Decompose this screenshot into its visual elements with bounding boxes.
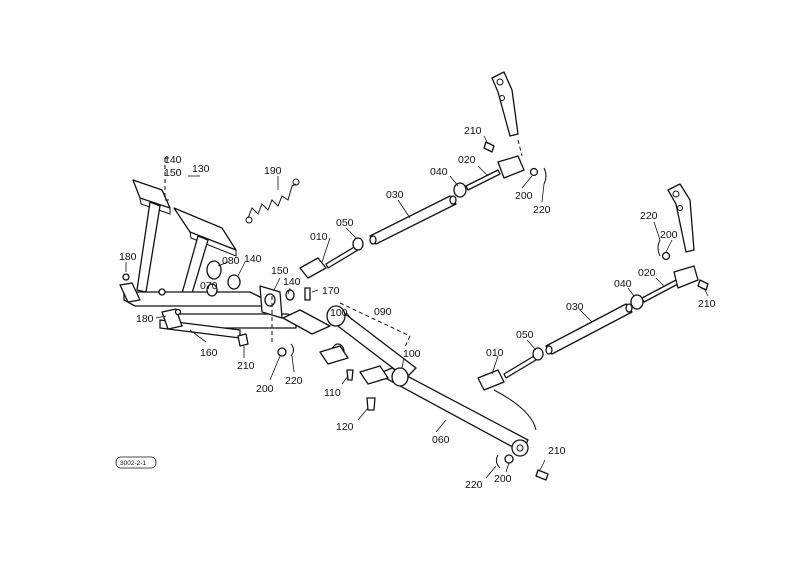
label-200-left: 200 [256,383,274,395]
label-210-left: 210 [237,360,255,372]
reference-code-box: 3002-2-1 [115,456,157,469]
label-060: 060 [432,434,450,446]
label-120: 120 [336,421,354,433]
label-200-upper: 200 [515,190,533,202]
label-090: 090 [374,306,392,318]
upper-rod-assembly [299,71,547,279]
label-070: 070 [200,280,218,292]
label-180-lower: 180 [136,313,154,325]
label-140-boss: 140 [283,276,301,288]
label-210-bottom: 210 [548,445,566,457]
label-040-upper: 040 [430,166,448,178]
label-010-upper: 010 [310,231,328,243]
label-170: 170 [322,285,340,297]
label-100-right: 100 [403,348,421,360]
part-labels: 140 150 130 190 180 080 140 070 150 140 … [119,125,716,491]
label-200-bottom: 200 [494,473,512,485]
label-210-right: 210 [698,298,716,310]
label-050-upper: 050 [336,217,354,229]
label-140-bracket: 140 [164,154,182,166]
label-040-right: 040 [614,278,632,290]
cross-shaft-assembly [319,302,549,481]
label-150-boss: 150 [271,265,289,277]
label-210-upper: 210 [464,125,482,137]
label-140-bushing: 140 [244,253,262,265]
label-220-upper: 220 [533,204,551,216]
label-220-bottom: 220 [465,479,483,491]
label-200-right: 200 [660,229,678,241]
label-020-upper: 020 [458,154,476,166]
label-010-right: 010 [486,347,504,359]
lower-rod-assembly [477,183,709,391]
label-220-right: 220 [640,210,658,222]
label-220-left: 220 [285,375,303,387]
label-030-upper: 030 [386,189,404,201]
label-160: 160 [200,347,218,359]
label-080: 080 [222,255,240,267]
pedal-assembly [119,157,331,357]
label-020-right: 020 [638,267,656,279]
label-050-right: 050 [516,329,534,341]
reference-code: 3002-2-1 [120,460,146,467]
label-180-upper: 180 [119,251,137,263]
label-110: 110 [324,387,341,399]
label-030-right: 030 [566,301,584,313]
label-150-bracket: 150 [164,167,182,179]
label-190: 190 [264,165,282,177]
label-130: 130 [192,163,210,175]
leader-lines [125,135,709,479]
label-100-left: 100 [330,307,348,319]
